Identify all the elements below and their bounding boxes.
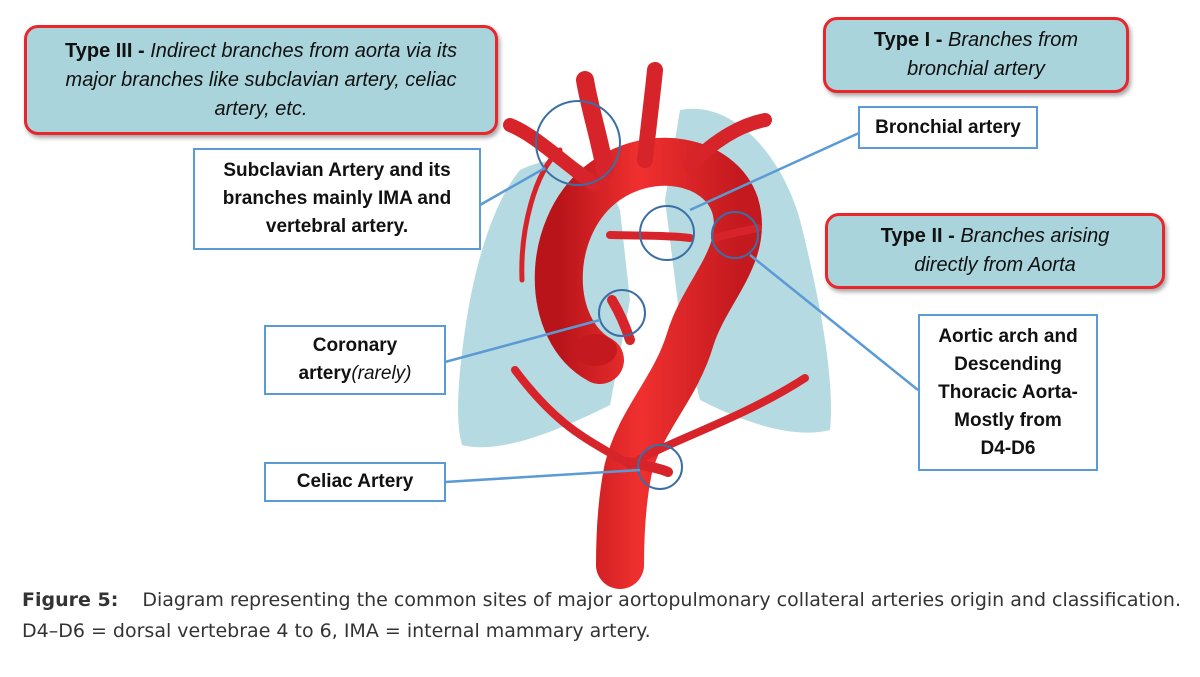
coronary-note: (rarely): [351, 363, 412, 384]
bronchial-circle: [639, 205, 695, 261]
type-iii-box: Type III - Indirect branches from aorta …: [24, 25, 498, 135]
type-i-box: Type I - Branches from bronchial artery: [823, 17, 1129, 93]
type-iii-line3: artery, etc.: [214, 97, 308, 120]
coronary-label: Coronary artery(rarely): [264, 325, 446, 395]
type-ii-line1: Type II - Branches arising: [880, 225, 1110, 247]
type-i-line2: bronchial artery: [907, 58, 1045, 80]
caption-line1: Figure 5: Diagram representing the common…: [22, 585, 1182, 616]
highlight-circles: [535, 100, 759, 490]
caption-text: Diagram representing the common sites of…: [142, 589, 1181, 611]
direct-aorta-circle: [711, 211, 759, 259]
type-iii-name: Type III: [65, 39, 133, 62]
bronchial-label: Bronchial artery: [858, 106, 1038, 149]
coronary-circle: [598, 289, 646, 337]
connector-lines: [444, 126, 919, 484]
type-i-name: Type I: [873, 29, 931, 51]
type-ii-name: Type II: [880, 225, 943, 247]
celiac-label: Celiac Artery: [264, 462, 446, 502]
type-ii-line2: directly from Aorta: [914, 254, 1076, 276]
type-iii-line1: Type III - Indirect branches from aorta …: [65, 39, 457, 62]
aortic-arch-label: Aortic arch and Descending Thoracic Aort…: [918, 314, 1098, 471]
figure-label: Figure 5:: [22, 589, 119, 611]
type-iii-desc1: Indirect branches from aorta via its: [150, 39, 457, 62]
subclavian-label: Subclavian Artery and its branches mainl…: [193, 148, 481, 250]
type-i-line1: Type I - Branches from: [873, 29, 1079, 51]
arch-branches: [503, 62, 809, 477]
celiac-circle: [637, 444, 683, 490]
type-ii-box: Type II - Branches arising directly from…: [825, 213, 1165, 289]
subclavian-circle: [535, 100, 621, 186]
type-iii-line2: major branches like subclavian artery, c…: [65, 68, 457, 91]
aortic-root: [573, 334, 617, 366]
figure-caption: Figure 5: Diagram representing the common…: [22, 585, 1182, 647]
caption-line2: D4–D6 = dorsal vertebrae 4 to 6, IMA = i…: [22, 620, 651, 642]
